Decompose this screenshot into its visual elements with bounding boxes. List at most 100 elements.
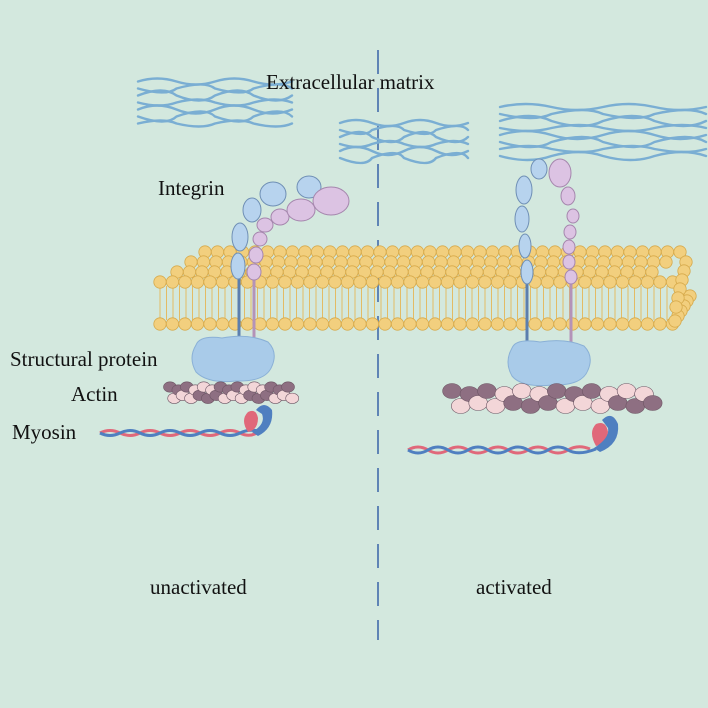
lipid-head	[328, 275, 342, 289]
lipid-head	[465, 317, 480, 331]
lipid-head	[315, 275, 330, 289]
lipid-head	[278, 275, 292, 289]
lipid-head	[328, 317, 342, 331]
lipid-head	[365, 317, 380, 331]
lipid-head	[153, 275, 167, 289]
integrin-beta-domain	[548, 158, 572, 188]
actin-monomer	[643, 395, 663, 411]
lipid-head	[215, 275, 230, 289]
ecm-fiber	[338, 118, 470, 128]
actin-monomer	[616, 383, 637, 399]
integrin-beta-domain	[286, 198, 316, 222]
lipid-head	[203, 275, 217, 289]
ecm-fiber	[498, 102, 708, 112]
actin-filament-unactivated	[163, 381, 300, 404]
lipid-head	[403, 275, 417, 289]
lipid-head	[278, 317, 292, 331]
activated-label: activated	[476, 575, 552, 599]
lipid-head	[178, 317, 192, 331]
integrin-alpha-domain	[231, 222, 249, 252]
lipid-head	[478, 275, 492, 289]
structural-protein-label: Structural protein	[10, 347, 158, 371]
actin-monomer	[547, 383, 567, 399]
lipid-head	[615, 317, 630, 331]
ecm-fiber	[338, 139, 470, 149]
myosin-head-blue	[594, 415, 619, 452]
lipid-head	[415, 317, 430, 331]
lipid-head	[178, 275, 192, 289]
extracellular-matrix-fibers	[136, 77, 708, 165]
lipid-head	[378, 317, 392, 331]
lipid-head	[478, 317, 492, 331]
unactivated-side	[99, 175, 350, 437]
lipid-head	[465, 275, 480, 289]
lipid-head	[403, 317, 417, 331]
ecm-fiber	[136, 98, 294, 107]
lipid-head	[640, 317, 655, 331]
integrin-beta-domain	[312, 186, 350, 216]
myosin-activated	[407, 415, 619, 455]
integrin-alpha-domain	[518, 233, 532, 259]
lipid-head	[315, 317, 330, 331]
integrin-beta-domain	[246, 263, 262, 281]
integrin-beta-domain	[563, 224, 577, 240]
lipid-head	[553, 317, 567, 331]
actin-filament-activated	[442, 383, 663, 414]
integrin-beta-domain	[248, 246, 264, 264]
lipid-head	[303, 317, 317, 331]
lipid-head	[490, 317, 505, 331]
lipid-head	[673, 245, 687, 259]
lipid-head	[428, 317, 442, 331]
integrin-beta-domain	[252, 231, 268, 247]
lipid-head	[290, 275, 305, 289]
actin-monomer	[512, 383, 532, 399]
lipid-head	[590, 275, 605, 289]
lipid-head	[290, 317, 305, 331]
lipid-head	[615, 275, 630, 289]
integrin-alpha-domain	[242, 197, 262, 223]
actin-monomer	[281, 381, 295, 393]
ecm-fiber	[136, 77, 294, 86]
myosin-head-red	[244, 410, 258, 432]
integrin-beta-domain	[564, 269, 578, 285]
lipid-head	[590, 317, 605, 331]
unactivated-label: unactivated	[150, 575, 247, 599]
lipid-head	[340, 275, 355, 289]
lipid-head	[190, 317, 205, 331]
lipid-head	[603, 275, 617, 289]
activated-side	[407, 158, 663, 455]
integrin-beta-domain	[566, 208, 580, 224]
lipid-head	[503, 275, 517, 289]
integrin-alpha-domain	[230, 252, 246, 280]
integrin-beta-domain	[256, 217, 274, 233]
integrin-beta-domain	[270, 208, 290, 226]
lipid-head	[553, 275, 567, 289]
integrin-unactivated	[230, 175, 350, 342]
lipid-head	[540, 275, 555, 289]
ecm-fiber	[498, 123, 708, 133]
integrin-beta-domain	[562, 254, 576, 270]
lipid-head	[265, 317, 280, 331]
ecm-fiber	[136, 119, 294, 128]
myosin-tail-blue	[99, 428, 263, 437]
lipid-head	[640, 275, 655, 289]
structural-protein-blob	[191, 335, 275, 383]
actin-monomer	[442, 383, 462, 399]
extracellular-matrix-label: Extracellular matrix	[266, 70, 435, 94]
lipid-head	[528, 317, 542, 331]
ecm-fiber	[338, 151, 470, 165]
lipid-head	[603, 317, 617, 331]
lipid-head	[440, 275, 455, 289]
integrin-alpha-domain	[514, 205, 530, 233]
ecm-fiber	[498, 150, 708, 162]
lipid-head	[428, 275, 442, 289]
lipid-head	[578, 317, 592, 331]
lipid-head	[215, 317, 230, 331]
integrin-beta-domain	[560, 186, 576, 206]
lipid-head	[628, 317, 642, 331]
myosin-label: Myosin	[12, 420, 77, 444]
actin-label: Actin	[71, 382, 118, 406]
lipid-head	[165, 275, 180, 289]
